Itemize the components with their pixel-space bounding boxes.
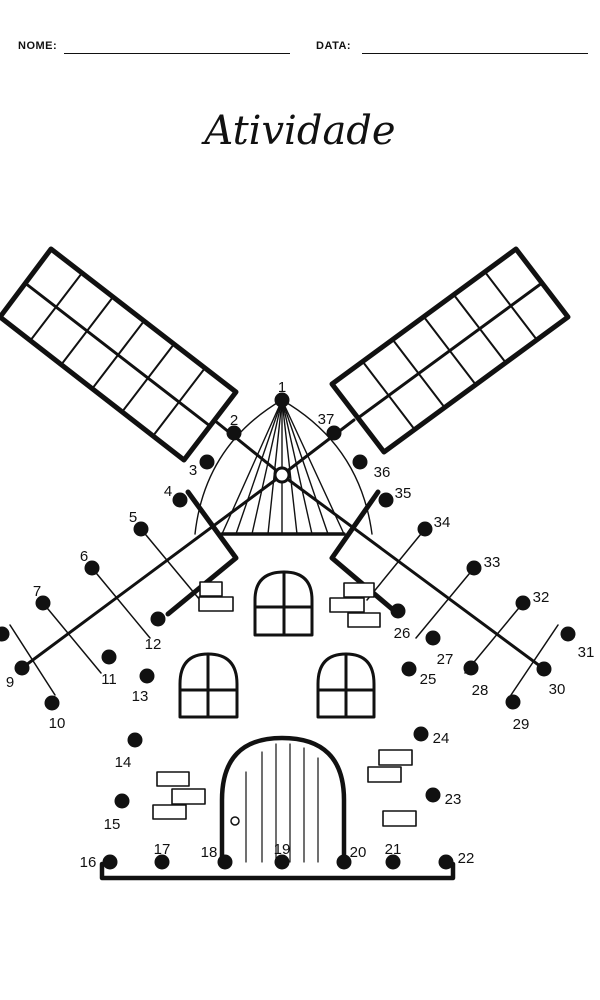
left-window [178,652,239,719]
dot-number-27: 27 [437,651,454,668]
dot-30 [536,661,552,677]
page-title: Atividade [204,108,396,154]
dot-number-7: 7 [33,583,41,600]
dot-number-22: 22 [458,850,475,867]
dot-37 [326,425,342,441]
dot-29 [505,694,521,710]
blade-bottom-left [9,473,284,696]
dot-number-5: 5 [129,509,137,526]
dot-23 [425,787,441,803]
dot-number-4: 4 [164,483,172,500]
date-field-line[interactable] [362,53,588,54]
blade-top-left [0,246,284,477]
dot-10 [44,695,60,711]
dot-number-34: 34 [434,514,451,531]
dot-35 [378,492,394,508]
dot-number-19: 19 [274,841,291,858]
dot-20 [336,854,352,870]
windmill-roof [194,399,373,536]
dot-number-30: 30 [549,681,566,698]
door-knob [230,816,240,826]
dot-6 [84,560,100,576]
dot-5 [133,521,149,537]
dot-28 [463,660,479,676]
dot-17 [154,854,170,870]
dot-3 [199,454,215,470]
dot-number-18: 18 [201,844,218,861]
dot-number-35: 35 [395,485,412,502]
dot-9 [14,660,30,676]
dot-number-31: 31 [578,644,595,661]
dot-33 [466,560,482,576]
dot-7 [35,595,51,611]
dot-number-13: 13 [132,688,149,705]
dot-4 [172,492,188,508]
dot-number-3: 3 [189,462,197,479]
dot-number-17: 17 [154,841,171,858]
dot-number-12: 12 [145,636,162,653]
dot-25 [401,661,417,677]
dot-number-28: 28 [472,682,489,699]
dot-number-21: 21 [385,841,402,858]
dot-18 [217,854,233,870]
name-label: NOME: [18,40,58,52]
header: NOME: DATA: [0,36,600,60]
dot-number-33: 33 [484,554,501,571]
blade-top-right [280,246,571,477]
dot-number-26: 26 [394,625,411,642]
upper-window [253,570,314,637]
ground-line [99,861,456,881]
blade-bottom-right [280,473,559,696]
dot-number-16: 16 [80,854,97,871]
dot-number-24: 24 [433,730,450,747]
dot-number-1: 1 [278,379,286,396]
dot-number-6: 6 [80,548,88,565]
dot-number-10: 10 [49,715,66,732]
dot-number-11: 11 [101,671,117,688]
dot-number-2: 2 [230,412,238,429]
dot-12 [150,611,166,627]
dot-number-36: 36 [374,464,391,481]
dot-number-15: 15 [104,816,121,833]
dot-27 [425,630,441,646]
date-label: DATA: [316,40,352,52]
dot-26 [390,603,406,619]
dot-number-29: 29 [513,716,530,733]
dot-number-32: 32 [533,589,550,606]
dot-number-20: 20 [350,844,367,861]
dot-1 [274,392,290,408]
dot-34 [417,521,433,537]
dot-8 [0,626,10,642]
dot-13 [139,668,155,684]
dot-14 [127,732,143,748]
door [219,735,347,865]
dot-2 [226,425,242,441]
dot-number-9: 9 [6,674,14,691]
dot-22 [438,854,454,870]
dot-31 [560,626,576,642]
dot-19 [274,854,290,870]
dot-24 [413,726,429,742]
dot-number-25: 25 [420,671,437,688]
dot-36 [352,454,368,470]
dot-11 [101,649,117,665]
dot-32 [515,595,531,611]
dot-15 [114,793,130,809]
dot-16 [102,854,118,870]
name-field-line[interactable] [64,53,290,54]
blade-hub [273,466,291,484]
dot-number-23: 23 [445,791,462,808]
dot-number-37: 37 [318,411,335,428]
dot-number-14: 14 [115,754,132,771]
dot-21 [385,854,401,870]
bricks [152,581,417,827]
right-window [316,652,376,719]
